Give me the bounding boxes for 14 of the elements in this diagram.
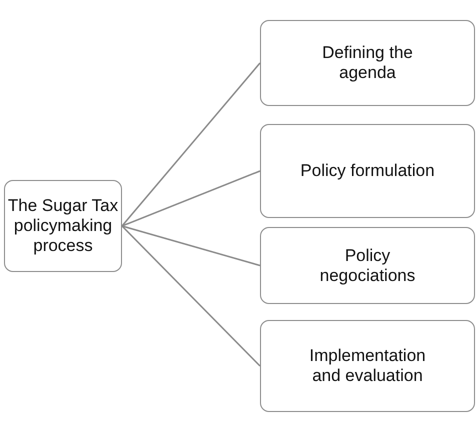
box-label: Policy formulation [300, 161, 435, 181]
box-label: Defining the agenda [321, 43, 414, 83]
process-box [260, 320, 475, 412]
connector-line [122, 170, 260, 227]
connector-line [122, 225, 260, 266]
process-box [260, 227, 475, 304]
connector-line [121, 62, 261, 226]
box-label: Implementation and evaluation [308, 346, 427, 386]
process-box [4, 180, 122, 272]
box-label: Policy negociations [318, 246, 416, 286]
process-box [260, 20, 475, 106]
box-label: The Sugar Tax policymaking process [6, 196, 120, 256]
process-box [260, 124, 475, 218]
connector-line [121, 225, 261, 367]
